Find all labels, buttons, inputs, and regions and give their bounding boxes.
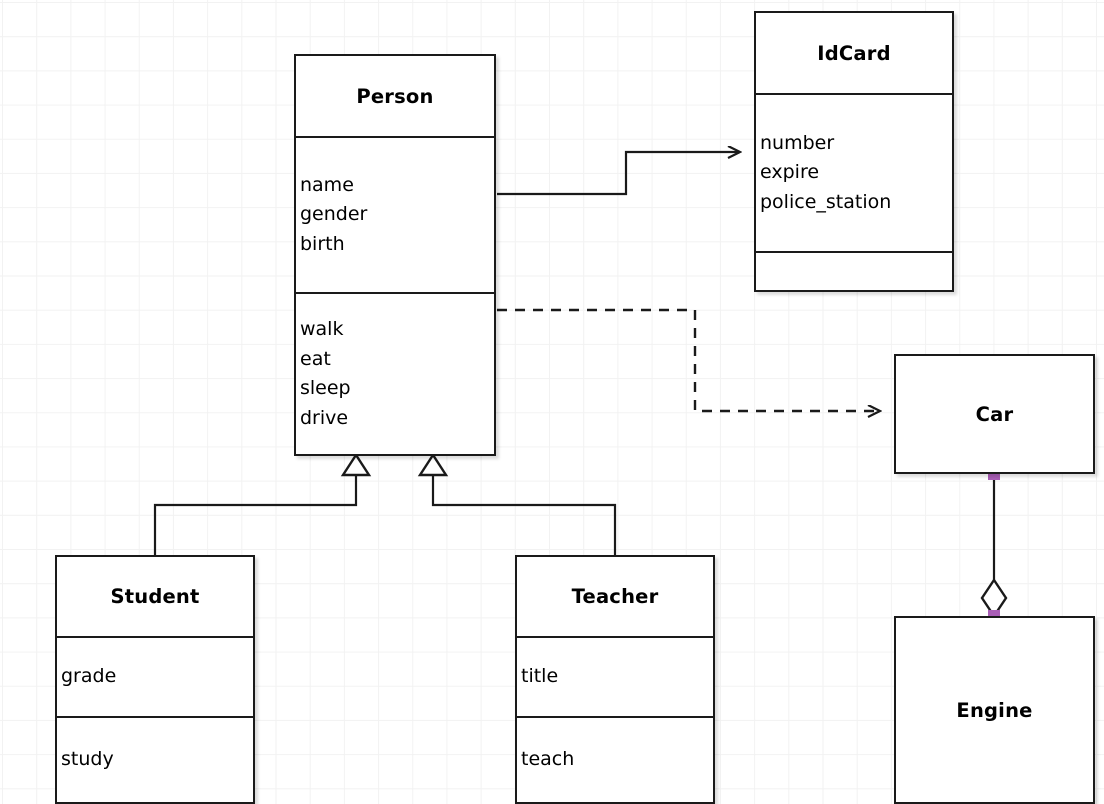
class-box-car[interactable]: Car bbox=[894, 354, 1095, 474]
attribute-item: birth bbox=[300, 232, 345, 255]
class-name-engine: Engine bbox=[956, 698, 1033, 722]
edge-association-person-idcard bbox=[497, 152, 740, 196]
attribute-item: name bbox=[300, 173, 354, 196]
method-item: teach bbox=[521, 748, 575, 771]
attribute-item: police_station bbox=[760, 190, 892, 213]
attribute-item: number bbox=[760, 131, 835, 154]
class-box-teacher[interactable]: Teacher title teach bbox=[515, 555, 715, 804]
edge-dependency-person-car bbox=[497, 308, 880, 411]
attributes-compartment-person: name gender birth bbox=[296, 136, 494, 292]
class-box-engine[interactable]: Engine bbox=[894, 616, 1095, 804]
methods-compartment-student: study bbox=[57, 716, 253, 802]
methods-compartment-teacher: teach bbox=[517, 716, 713, 802]
method-item: study bbox=[61, 748, 114, 771]
class-name-car: Car bbox=[975, 402, 1014, 426]
class-name-idcard: IdCard bbox=[817, 41, 891, 65]
methods-compartment-person: walk eat sleep drive bbox=[296, 292, 494, 454]
class-name-teacher: Teacher bbox=[571, 585, 659, 608]
class-name-student: Student bbox=[110, 585, 200, 608]
attributes-compartment-student: grade bbox=[57, 636, 253, 716]
attribute-item: grade bbox=[61, 665, 117, 688]
class-box-student[interactable]: Student grade study bbox=[55, 555, 255, 804]
class-name-person: Person bbox=[356, 84, 434, 108]
class-box-idcard[interactable]: IdCard number expire police_station bbox=[754, 11, 954, 292]
method-item: eat bbox=[300, 347, 331, 370]
attributes-compartment-teacher: title bbox=[517, 636, 713, 716]
attribute-item: gender bbox=[300, 203, 368, 226]
edge-aggregation-car-engine bbox=[980, 474, 1008, 619]
method-item: walk bbox=[300, 318, 344, 340]
attributes-compartment-idcard: number expire police_station bbox=[756, 93, 952, 251]
edge-generalization-teacher-person bbox=[417, 452, 617, 555]
attribute-item: expire bbox=[760, 161, 820, 184]
method-item: sleep bbox=[300, 377, 351, 399]
edge-generalization-student-person bbox=[153, 452, 372, 555]
class-box-person[interactable]: Person name gender birth walk eat sleep … bbox=[294, 54, 496, 456]
attribute-item: title bbox=[521, 665, 559, 688]
method-item: drive bbox=[300, 406, 349, 429]
methods-compartment-idcard bbox=[756, 251, 952, 290]
